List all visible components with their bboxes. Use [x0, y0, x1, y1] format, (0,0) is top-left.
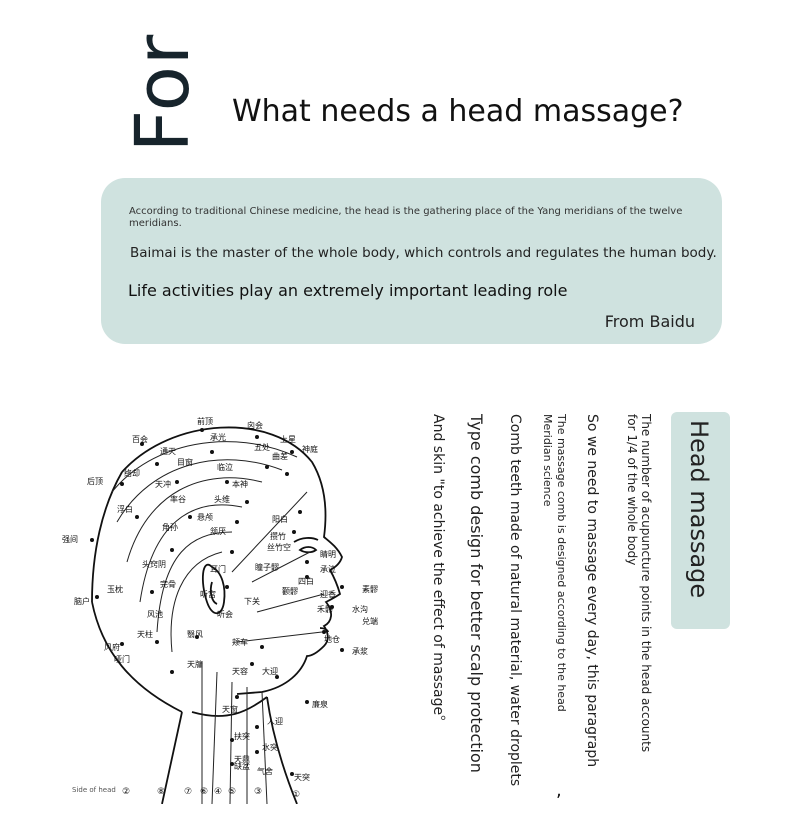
svg-text:天窗: 天窗 [222, 704, 238, 714]
svg-text:神庭: 神庭 [302, 444, 318, 454]
svg-text:丝竹空: 丝竹空 [267, 542, 291, 552]
svg-text:廉泉: 廉泉 [312, 699, 328, 709]
svg-text:哑门: 哑门 [114, 654, 130, 664]
svg-text:承浆: 承浆 [352, 646, 368, 656]
head-massage-title: Head massage [685, 420, 713, 599]
svg-text:前顶: 前顶 [197, 416, 213, 426]
svg-text:通天: 通天 [160, 446, 176, 456]
svg-text:人迎: 人迎 [267, 716, 283, 726]
svg-text:大迎: 大迎 [262, 666, 278, 676]
svg-text:络却: 络却 [124, 468, 140, 478]
svg-text:天突: 天突 [294, 772, 310, 782]
svg-text:临泣: 临泣 [217, 462, 233, 472]
svg-text:瞳子髎: 瞳子髎 [255, 562, 279, 572]
text-column-6: And skin "to achieve the effect of massa… [430, 414, 446, 730]
svg-text:天容: 天容 [232, 666, 248, 676]
svg-text:睛明: 睛明 [320, 549, 336, 559]
svg-text:⑧: ⑧ [157, 787, 165, 797]
source-label: From Baidu [604, 312, 695, 331]
svg-text:曲差: 曲差 [272, 451, 288, 461]
svg-text:④: ④ [214, 787, 222, 797]
svg-text:本神: 本神 [232, 479, 248, 489]
svg-text:气舍: 气舍 [257, 766, 273, 776]
svg-text:扶突: 扶突 [234, 731, 250, 741]
for-word: For [120, 33, 206, 153]
svg-text:阳白: 阳白 [272, 514, 288, 524]
svg-text:后顶: 后顶 [87, 476, 103, 486]
side-of-head-label: Side of head [72, 786, 116, 794]
svg-text:四白: 四白 [298, 576, 314, 586]
svg-text:缺盆: 缺盆 [234, 761, 250, 771]
text-column-3: The massage comb is designed according t… [541, 414, 568, 712]
svg-text:颧髎: 颧髎 [282, 586, 298, 596]
acupoint-dots [90, 428, 344, 776]
svg-text:目窗: 目窗 [177, 457, 193, 467]
svg-text:天鼎: 天鼎 [234, 755, 250, 764]
svg-text:⑤: ⑤ [228, 787, 236, 797]
svg-text:素髎: 素髎 [362, 584, 378, 594]
svg-text:耳门: 耳门 [210, 564, 226, 574]
svg-text:③: ③ [254, 787, 262, 797]
svg-text:百会: 百会 [132, 434, 148, 444]
svg-text:浮白: 浮白 [117, 504, 133, 514]
svg-text:⑥: ⑥ [200, 787, 208, 797]
svg-text:迎香: 迎香 [320, 589, 336, 599]
svg-text:头维: 头维 [214, 494, 230, 504]
svg-text:角孙: 角孙 [162, 522, 178, 532]
svg-text:风池: 风池 [147, 609, 163, 619]
svg-text:下关: 下关 [244, 596, 260, 606]
svg-text:颊车: 颊车 [232, 637, 248, 647]
trailing-comma: , [556, 780, 562, 801]
info-line-3: Life activities play an extremely import… [128, 281, 568, 300]
meridian-lines [111, 441, 325, 805]
head-massage-title-card: Head massage [671, 412, 730, 629]
svg-text:上星: 上星 [280, 435, 296, 444]
svg-text:天牖: 天牖 [187, 659, 203, 669]
svg-text:天柱: 天柱 [137, 629, 153, 639]
head-acupoint-diagram: 百会前顶囟会上星神庭 通天承光五处曲差 络却目窗临泣本神头维 后顶悬颅颔厌阳白 … [62, 412, 402, 805]
svg-text:地仓: 地仓 [324, 634, 340, 644]
svg-text:①: ① [292, 790, 300, 800]
svg-text:攒竹: 攒竹 [270, 531, 286, 541]
svg-text:听会: 听会 [217, 609, 233, 619]
svg-text:⑦: ⑦ [184, 787, 192, 797]
headline: What needs a head massage? [232, 94, 684, 129]
head-diagram-svg: 百会前顶囟会上星神庭 通天承光五处曲差 络却目窗临泣本神头维 后顶悬颅颔厌阳白 … [62, 416, 378, 805]
svg-text:率谷: 率谷 [170, 494, 186, 504]
svg-text:承光: 承光 [210, 432, 226, 442]
svg-text:颔厌: 颔厌 [210, 526, 226, 536]
svg-text:水突: 水突 [262, 742, 278, 752]
svg-text:②: ② [122, 787, 130, 797]
svg-text:兑端: 兑端 [362, 616, 378, 626]
svg-text:强间: 强间 [62, 535, 78, 544]
svg-text:玉枕: 玉枕 [107, 584, 123, 594]
svg-text:翳风: 翳风 [187, 630, 203, 639]
info-card: According to traditional Chinese medicin… [101, 178, 722, 344]
text-column-1: The number of acupuncture points in the … [625, 414, 653, 753]
text-column-5: Type comb design for better scalp protec… [467, 414, 486, 773]
svg-text:囟会: 囟会 [247, 420, 263, 430]
svg-text:脑户: 脑户 [74, 596, 90, 606]
info-line-2: Baimai is the master of the whole body, … [130, 245, 717, 261]
svg-text:五处: 五处 [254, 442, 270, 452]
text-column-2: So we need to massage every day, this pa… [584, 414, 600, 768]
svg-text:悬颅: 悬颅 [197, 512, 213, 522]
acupoint-labels: 百会前顶囟会上星神庭 通天承光五处曲差 络却目窗临泣本神头维 后顶悬颅颔厌阳白 … [62, 416, 378, 782]
svg-text:听宫: 听宫 [200, 589, 216, 599]
svg-text:承泣: 承泣 [320, 564, 336, 574]
svg-text:完骨: 完骨 [160, 579, 176, 589]
svg-text:天冲: 天冲 [155, 479, 171, 489]
info-line-1: According to traditional Chinese medicin… [129, 206, 683, 229]
svg-text:头窍阴: 头窍阴 [142, 559, 166, 569]
svg-text:禾髎: 禾髎 [317, 605, 333, 614]
svg-text:水沟: 水沟 [352, 604, 368, 614]
svg-text:风府: 风府 [104, 642, 120, 652]
text-column-4: Comb teeth made of natural material, wat… [507, 414, 523, 787]
